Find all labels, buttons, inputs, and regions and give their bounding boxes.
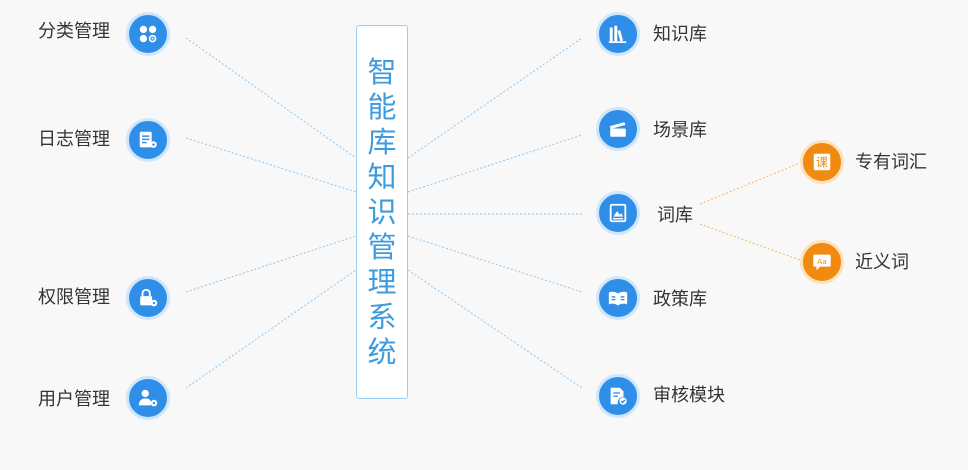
center-title-char: 库 — [367, 124, 397, 159]
connector-log — [185, 137, 357, 193]
node-label-knowledge: 知识库 — [653, 24, 707, 45]
category-gear-icon[interactable] — [126, 12, 170, 56]
connector-policy — [407, 235, 583, 293]
books-icon[interactable] — [596, 12, 640, 56]
log-gear-icon[interactable] — [126, 118, 170, 162]
node-label-permission: 权限管理 — [38, 287, 110, 308]
document-check-icon[interactable] — [596, 374, 640, 418]
node-label-lexicon: 词库 — [657, 205, 693, 226]
connector-user — [185, 269, 357, 389]
connector-scene — [407, 134, 583, 193]
aa-bubble-text: Aa — [817, 257, 827, 266]
user-gear-icon[interactable] — [126, 376, 170, 420]
node-label-user: 用户管理 — [38, 389, 110, 410]
center-title-box: 智能库知识管理系统 — [356, 25, 408, 399]
center-title-char: 管 — [367, 229, 397, 264]
connector-knowledge — [407, 37, 583, 159]
connector-audit — [407, 269, 583, 389]
policy-book-icon[interactable] — [596, 276, 640, 320]
node-label-synonyms: 近义词 — [855, 252, 909, 273]
center-title-char: 能 — [367, 89, 397, 124]
center-title-char: 理 — [367, 264, 397, 299]
center-title-char: 识 — [367, 194, 397, 229]
connector-permission — [185, 235, 357, 293]
photo-book-icon[interactable] — [596, 191, 640, 235]
node-label-category: 分类管理 — [38, 21, 110, 42]
center-title-char: 智 — [367, 54, 397, 89]
term-badge-text: 课 — [816, 156, 828, 170]
center-title-char: 系 — [367, 299, 397, 334]
center-title-char: 知 — [367, 159, 397, 194]
clapperboard-icon[interactable] — [596, 107, 640, 151]
node-label-audit: 审核模块 — [653, 385, 725, 406]
node-label-log: 日志管理 — [38, 129, 110, 150]
connector-category — [185, 37, 357, 159]
aa-bubble-icon[interactable]: Aa — [800, 240, 844, 284]
connector-proper-terms — [699, 162, 801, 205]
lock-gear-icon[interactable] — [126, 276, 170, 320]
node-label-policy: 政策库 — [653, 289, 707, 310]
connector-synonyms — [699, 223, 801, 261]
term-badge-icon[interactable]: 课 — [800, 140, 844, 184]
node-label-scene: 场景库 — [653, 120, 707, 141]
node-label-proper-terms: 专有词汇 — [855, 152, 927, 173]
center-title-char: 统 — [367, 334, 397, 369]
